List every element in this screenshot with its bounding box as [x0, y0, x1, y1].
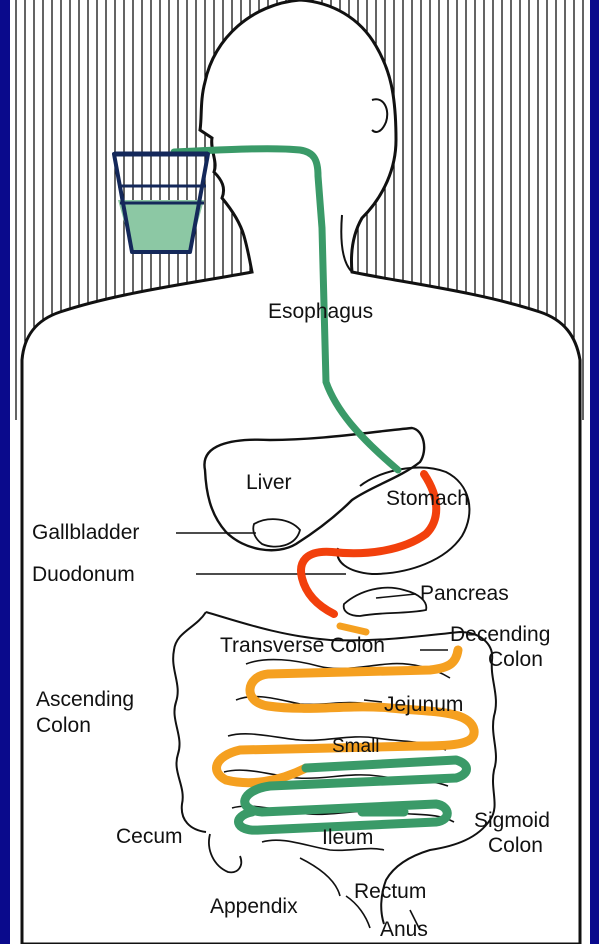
label-esophagus: Esophagus — [268, 300, 373, 323]
label-duodonum: Duodonum — [32, 563, 135, 586]
label-sigmoid-colon-2: Colon — [488, 834, 543, 857]
label-jejunum: Jejunum — [384, 693, 463, 716]
label-rectum: Rectum — [354, 880, 426, 903]
label-pancreas: Pancreas — [420, 582, 509, 605]
label-stomach: Stomach — [386, 487, 469, 510]
label-small: Small — [332, 736, 380, 757]
label-gallbladder: Gallbladder — [32, 521, 139, 544]
label-cecum: Cecum — [116, 825, 183, 848]
label-anus: Anus — [380, 918, 428, 941]
label-ileum: Ileum — [322, 826, 373, 849]
label-liver: Liver — [246, 471, 292, 494]
label-decending-colon-1: Decending — [450, 623, 550, 646]
water-cup-icon — [114, 154, 208, 252]
label-decending-colon-2: Colon — [488, 648, 543, 671]
label-transverse-colon: Transverse Colon — [220, 634, 385, 657]
label-appendix: Appendix — [210, 895, 298, 918]
label-sigmoid-colon-1: Sigmoid — [474, 809, 550, 832]
label-ascending-colon-1: Ascending — [36, 688, 134, 711]
label-ascending-colon-2: Colon — [36, 714, 91, 737]
